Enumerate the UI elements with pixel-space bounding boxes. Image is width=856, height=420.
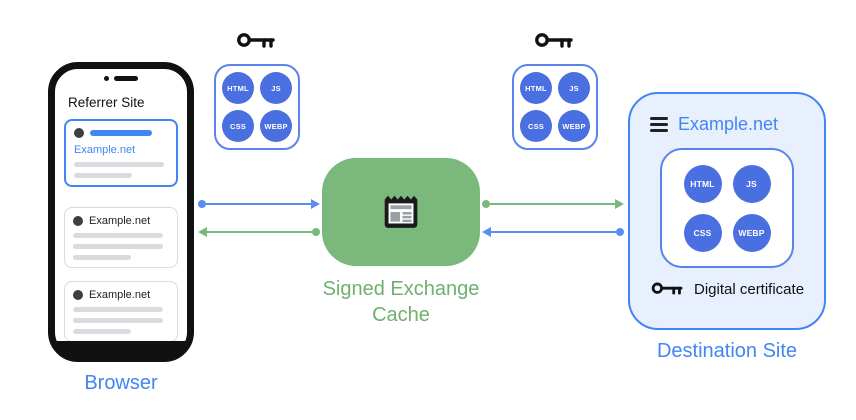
result-card: Example.net: [64, 207, 178, 268]
digital-certificate-row: Digital certificate: [650, 280, 804, 298]
destination-site-label: Destination Site: [656, 340, 798, 362]
resource-circle-css: CSS: [222, 110, 254, 142]
highlight-bar: [90, 130, 152, 136]
text-placeholder-bar: [74, 162, 164, 167]
resource-circle-html: HTML: [520, 72, 552, 104]
digital-certificate-label: Digital certificate: [694, 280, 805, 298]
text-placeholder-bar: [73, 307, 163, 312]
cache-label-line2: Cache: [372, 304, 430, 326]
text-placeholder-bar: [73, 255, 131, 260]
card-site-label: Example.net: [89, 215, 151, 227]
signed-exchange-cache-node: [322, 158, 480, 266]
arrowhead-right-icon: [615, 199, 624, 209]
key-icon: [535, 33, 573, 48]
arrowhead-right-icon: [311, 199, 320, 209]
card-site-label: Example.net: [89, 289, 151, 301]
arrowhead-left-icon: [482, 227, 491, 237]
result-card-active: Example.net: [64, 119, 178, 187]
arrow-origin-dot: [312, 228, 320, 236]
text-placeholder-bar: [73, 318, 163, 323]
card-site-link: Example.net: [74, 144, 136, 156]
document-icon: [384, 195, 418, 228]
resource-circle-css: CSS: [683, 213, 722, 252]
cache-label-line1: Signed Exchange: [322, 278, 480, 300]
resource-circle-js: JS: [260, 72, 292, 104]
resource-circle-html: HTML: [683, 164, 722, 203]
resource-circle-css: CSS: [520, 110, 552, 142]
arrow-cache-to-destination: [482, 199, 624, 209]
cache-label: Signed Exchange Cache: [312, 276, 490, 328]
menu-icon: [650, 116, 668, 133]
destination-site-node: Example.net HTML JS CSS WEBP Digital cer…: [628, 92, 826, 330]
resource-bundle-destination: HTML JS CSS WEBP: [660, 148, 794, 268]
phone-speaker-icon: [114, 76, 138, 81]
resource-circle-js: JS: [558, 72, 590, 104]
arrowhead-left-icon: [198, 227, 207, 237]
resource-circle-js: JS: [732, 164, 771, 203]
destination-site-name: Example.net: [678, 114, 779, 134]
key-icon: [237, 33, 275, 48]
referrer-site-title: Referrer Site: [68, 95, 145, 110]
arrow-destination-to-cache: [482, 227, 624, 237]
phone-camera-icon: [104, 76, 109, 81]
arrow-origin-dot: [616, 228, 624, 236]
text-placeholder-bar: [74, 173, 132, 178]
arrow-origin-dot: [198, 200, 206, 208]
destination-header: Example.net: [650, 114, 778, 135]
browser-phone: Referrer Site Example.net Example.net Ex…: [48, 62, 194, 362]
browser-label: Browser: [84, 372, 158, 394]
resource-bundle-left: HTML JS CSS WEBP: [214, 64, 300, 150]
result-card: Example.net: [64, 281, 178, 342]
key-icon: [651, 282, 683, 295]
resource-circle-html: HTML: [222, 72, 254, 104]
text-placeholder-bar: [73, 233, 163, 238]
phone-notch: [55, 76, 187, 81]
avatar-icon: [73, 216, 83, 226]
card-header-row: [74, 128, 168, 138]
phone-chin: [55, 341, 187, 355]
avatar-icon: [74, 128, 84, 138]
avatar-icon: [73, 290, 83, 300]
text-placeholder-bar: [73, 244, 163, 249]
resource-circle-webp: WEBP: [732, 213, 771, 252]
arrow-origin-dot: [482, 200, 490, 208]
card-header-row: Example.net: [73, 289, 169, 301]
response-arrow-cache-to-browser: [198, 227, 320, 237]
resource-circle-webp: WEBP: [558, 110, 590, 142]
resource-bundle-right: HTML JS CSS WEBP: [512, 64, 598, 150]
resource-circle-webp: WEBP: [260, 110, 292, 142]
card-header-row: Example.net: [73, 215, 169, 227]
request-arrow-browser-to-cache: [198, 199, 320, 209]
text-placeholder-bar: [73, 329, 131, 334]
